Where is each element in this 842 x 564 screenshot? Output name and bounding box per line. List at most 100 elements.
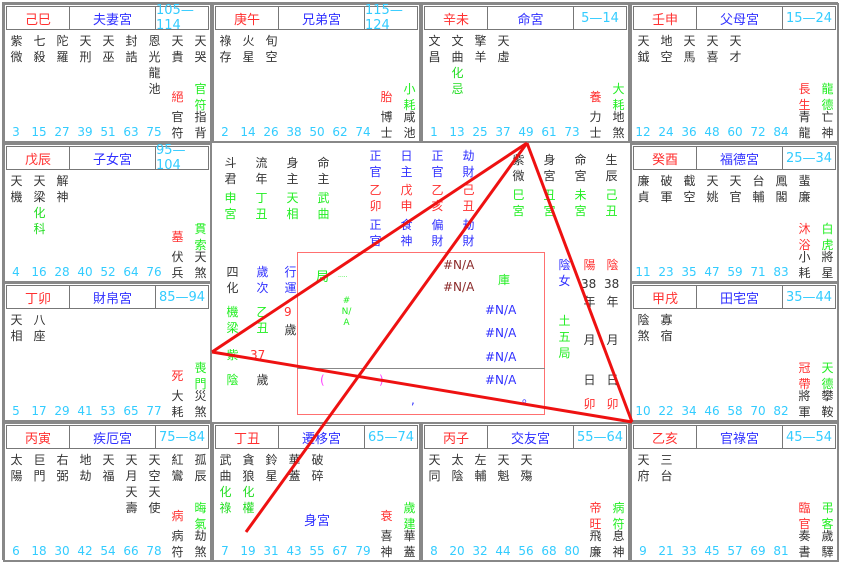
palace-name: 夫妻宮 xyxy=(70,7,156,29)
bazi-shishen-bottom: 劫財 xyxy=(462,218,475,248)
star-name: 破軍 xyxy=(660,174,673,204)
star-transform: 化科 xyxy=(33,206,46,236)
star-name: 天機 xyxy=(10,174,23,204)
boshi-star: 病符 xyxy=(171,529,184,559)
star-name: 天才 xyxy=(729,34,742,64)
star-name: 天姚 xyxy=(706,174,719,204)
ri-1: 日 xyxy=(583,373,596,387)
star-name: 破碎 xyxy=(311,453,324,483)
minor-limit-age: 37 xyxy=(495,125,511,139)
star-name: 鈴星 xyxy=(265,453,278,483)
minor-limit-age: 63 xyxy=(123,125,139,139)
minor-limit-age: 45 xyxy=(704,544,720,558)
palace-ganzhi: 辛未 xyxy=(425,7,488,29)
ju-label: 局 xyxy=(316,270,330,285)
na-6: #N/A xyxy=(485,373,517,387)
palace-age-range: 85—94 xyxy=(158,289,206,305)
minor-limit-age: 21 xyxy=(658,544,674,558)
minor-limit-age: 65 xyxy=(123,404,139,418)
jiangqian-star: 劫煞 xyxy=(194,529,207,559)
minor-limit-age: 8 xyxy=(430,544,438,558)
position-label: 生辰 xyxy=(605,153,618,183)
position-value: 巳宮 xyxy=(512,188,525,218)
minor-limit-age: 15 xyxy=(31,125,47,139)
minor-limit-age: 53 xyxy=(100,404,116,418)
minor-limit-age: 7 xyxy=(221,544,229,558)
minor-limit-age: 13 xyxy=(449,125,465,139)
minor-limit-age: 75 xyxy=(146,125,162,139)
minor-limit-age: 70 xyxy=(750,404,766,418)
minor-limit-age: 24 xyxy=(658,125,674,139)
minor-limit-age: 46 xyxy=(704,404,720,418)
bazi-pillar: 乙亥 xyxy=(431,183,444,213)
star-name: 火星 xyxy=(242,34,255,64)
boshi-star: 伏兵 xyxy=(171,250,184,280)
boshi-star: 大耗 xyxy=(171,389,184,419)
minor-limit-age: 68 xyxy=(541,544,557,558)
star-name: 天鉞 xyxy=(637,34,650,64)
star-name: 蜚廉 xyxy=(798,174,811,204)
minor-limit-age: 76 xyxy=(146,265,162,279)
star-name: 天府 xyxy=(637,453,650,483)
palace-age-range: 55—64 xyxy=(576,429,624,445)
minor-limit-age: 29 xyxy=(54,404,70,418)
boshi-star: 喜神 xyxy=(380,529,393,559)
suiqian-star: 小耗 xyxy=(403,82,416,112)
jiangqian-star: 息神 xyxy=(612,529,625,559)
changsheng-star: 絕 xyxy=(171,90,184,104)
jiangqian-star: 災煞 xyxy=(194,389,207,419)
star-name: 天哭 xyxy=(194,34,207,64)
bazi-shishen-top: 劫財 xyxy=(462,149,475,179)
center-info-label: 斗君 xyxy=(224,156,237,186)
minor-limit-age: 57 xyxy=(727,544,743,558)
position-value: 未宮 xyxy=(574,188,587,218)
minor-limit-age: 72 xyxy=(750,125,766,139)
star-name: 三台 xyxy=(660,453,673,483)
age-unit: 歲 xyxy=(256,373,269,387)
jiangqian-star: 天煞 xyxy=(194,250,207,280)
bazi-pillar: 戊申 xyxy=(400,183,413,213)
xingyun-unit: 歲 xyxy=(284,323,297,337)
nian-1: 年 xyxy=(583,295,596,309)
comma: , xyxy=(411,393,415,407)
minor-limit-age: 71 xyxy=(750,265,766,279)
star-name: 解神 xyxy=(56,174,69,204)
bazi-shishen-top: 日主 xyxy=(400,149,413,179)
star-name: 封誥 xyxy=(125,34,138,64)
suiqian-star: 官符 xyxy=(194,82,207,112)
sihua-yin: 陰 xyxy=(226,373,239,387)
minor-limit-age: 59 xyxy=(727,265,743,279)
star-name: 八座 xyxy=(33,313,46,343)
palace-ganzhi: 乙亥 xyxy=(634,426,697,448)
boshi-star: 將軍 xyxy=(798,389,811,419)
palace-name: 田宅宮 xyxy=(697,286,783,308)
palace-age-range: 75—84 xyxy=(158,429,206,445)
minor-limit-age: 80 xyxy=(564,544,580,558)
suiqian-star: 貫索 xyxy=(194,222,207,252)
star-name: 貪狼 xyxy=(242,453,255,483)
star-name: 天空天使 xyxy=(148,453,161,515)
minor-limit-age: 26 xyxy=(263,125,279,139)
minor-limit-age: 34 xyxy=(681,404,697,418)
changsheng-star: 帝旺 xyxy=(589,501,602,531)
bazi-pillar: 乙卯 xyxy=(369,183,382,213)
minor-limit-age: 78 xyxy=(146,544,162,558)
minor-limit-age: 41 xyxy=(77,404,93,418)
age-number: 37 xyxy=(250,348,266,362)
palace-name: 兄弟宮 xyxy=(279,7,365,29)
minor-limit-age: 49 xyxy=(518,125,534,139)
na-1: #N/A xyxy=(443,258,475,272)
minor-limit-age: 31 xyxy=(263,544,279,558)
minor-limit-age: 20 xyxy=(449,544,465,558)
palace-ganzhi: 癸酉 xyxy=(634,147,697,169)
palace-ganzhi: 戊辰 xyxy=(7,147,70,169)
na-vertical: #N/A xyxy=(341,296,352,328)
minor-limit-age: 62 xyxy=(332,125,348,139)
center-info-value: 武曲 xyxy=(317,191,330,221)
